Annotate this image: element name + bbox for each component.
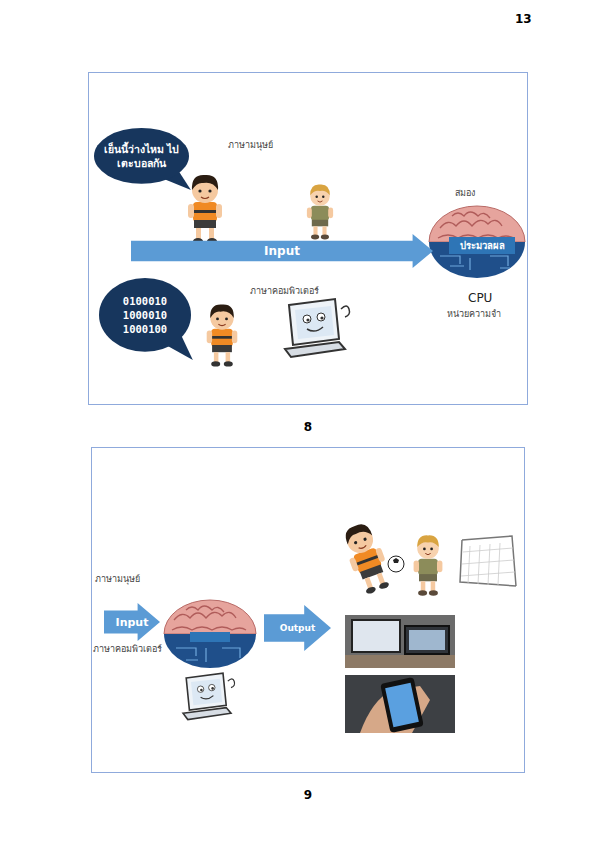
boy-figure [339,520,395,597]
flow-arrow: Output [264,605,331,651]
speech-bubble: เย็นนี้ว่างไหม ไปเตะบอลกัน [94,128,189,190]
boy-figure [207,304,238,366]
boy-figure [188,175,222,244]
text-label: สมอง [455,186,475,200]
text-label: หน่วยความจำ [447,307,501,321]
goal-figure [460,536,516,586]
brain-figure [164,600,256,668]
football [388,556,404,572]
tablet-photo [345,615,455,668]
speech-text: 0100010 1000010 1000100 [116,294,174,336]
boy-figure [414,535,443,595]
text-holder: Input [131,234,433,268]
arrow-body [264,605,331,651]
page-number: 13 [515,12,532,26]
bubble-body [99,278,191,352]
flow-arrow: Input [104,603,160,641]
text-holder: ประมวลผล [449,237,515,254]
text-holder: 0100010 1000010 1000100 [99,278,191,352]
text-holder: เย็นนี้ว่างไหม ไปเตะบอลกัน [94,128,189,184]
figure-caption: 8 [89,420,527,434]
arrow-label: Output [280,623,316,633]
text-label: ภาษามนุษย์ [228,138,273,152]
panel-frame: 8เย็นนี้ว่างไหม ไปเตะบอลกันInputประมวลผล… [88,72,528,405]
bubble-body [94,128,189,184]
text-label: CPU [468,291,492,305]
figure-caption: 9 [92,788,524,802]
arrow-label: Input [264,244,300,258]
laptop-figure [183,673,235,719]
speech-text: เย็นนี้ว่างไหม ไปเตะบอลกัน [103,142,181,170]
text-label: ภาษามนุษย์ [95,572,140,586]
box-label: ประมวลผล [460,238,505,253]
phone-photo [345,675,455,733]
arrow-label: Input [116,616,149,629]
arrow-body [131,234,433,268]
process-box: ประมวลผล [449,237,515,254]
flow-arrow: Input [131,234,433,268]
text-holder: Output [264,605,331,651]
boy-figure [307,184,333,239]
brain-figure [429,206,525,278]
speech-bubble: 0100010 1000010 1000100 [99,278,191,360]
text-holder: Input [104,603,160,641]
panel-frame: 9InputOutput [91,447,525,773]
laptop-figure [285,299,350,357]
text-label: ภาษาคอมพิวเตอร์ [250,284,319,298]
arrow-body [104,603,160,641]
text-label: ภาษาคอมพิวเตอร์ [93,642,162,656]
